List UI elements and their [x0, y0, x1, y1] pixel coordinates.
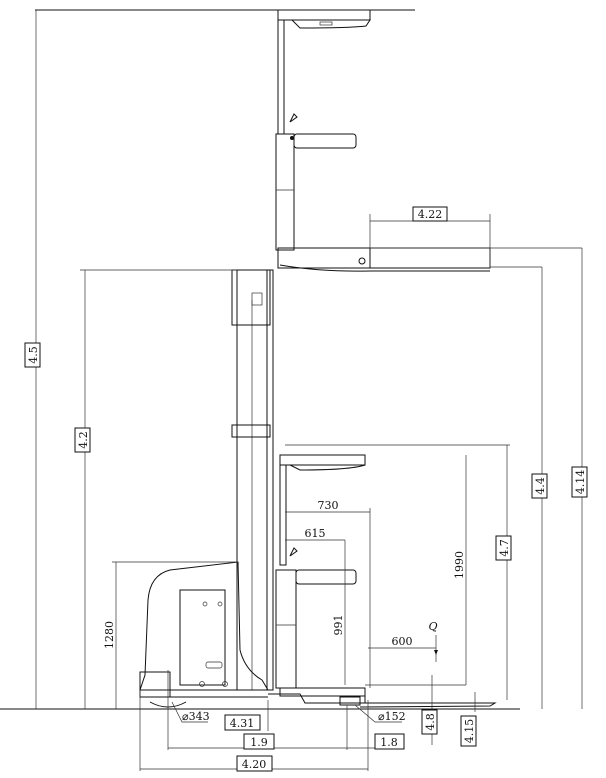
lowered-platform: [268, 444, 510, 708]
dimension-lines: [35, 10, 583, 771]
dim-ground-clearance: 4.15: [463, 719, 476, 744]
dim-front-to-mast: 4.31: [230, 717, 255, 730]
dim-guard-length: 730: [318, 499, 339, 512]
dim-fork-lift: 4.14: [574, 470, 587, 495]
dim-wheelbase: 1.9: [250, 736, 268, 749]
dim-body-height: 1280: [103, 621, 116, 649]
dim-platform-guard-height: 1990: [453, 551, 466, 579]
dim-overhang: 1.8: [380, 736, 398, 749]
dim-overall-length: 4.20: [242, 758, 267, 771]
dimension-labels: 4.5 4.2 4.22 4.4 4.14 4.7 4.8 4.15 730 6: [24, 206, 588, 772]
dim-overall-height: 4.5: [27, 346, 40, 364]
dim-load-wheel: ⌀152: [378, 710, 406, 723]
dim-handrail-length: 615: [305, 527, 326, 540]
load-arrow-icon: [434, 650, 438, 655]
dim-handrail-height: 991: [332, 615, 345, 636]
lowered-mast: [231, 269, 274, 691]
raised-platform: [35, 9, 582, 272]
dim-guard-height: 4.7: [498, 539, 511, 557]
dim-drive-wheel: ⌀343: [182, 710, 210, 723]
load-symbol: Q: [428, 620, 437, 633]
dim-fork-length: 4.22: [418, 208, 443, 221]
dim-load-center: 600: [392, 635, 413, 648]
dim-mast-height: 4.2: [77, 431, 90, 449]
truck-body: [139, 561, 269, 708]
dim-fork-height: 4.8: [424, 713, 437, 731]
dim-platform-lift: 4.4: [534, 477, 547, 495]
